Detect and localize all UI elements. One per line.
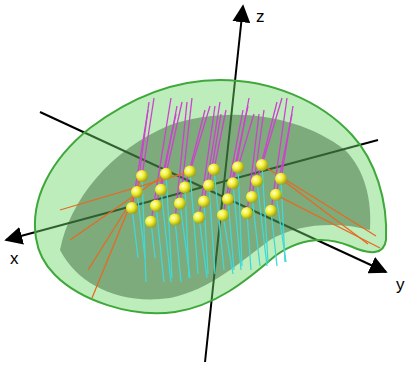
seed-sphere	[174, 198, 186, 210]
seed-sphere	[232, 161, 244, 173]
seed-sphere	[265, 205, 277, 217]
seed-sphere	[203, 179, 215, 191]
needle-lower	[252, 197, 260, 266]
seed-sphere	[198, 195, 210, 207]
seed-sphere	[136, 170, 148, 182]
seed-sphere	[251, 175, 263, 187]
seeds	[126, 159, 287, 228]
needle-lower	[137, 192, 145, 258]
seed-sphere	[270, 189, 282, 201]
needle-upper	[223, 110, 243, 215]
needle-lower	[247, 213, 251, 270]
axis-label: z	[256, 8, 265, 25]
needle-upper	[185, 110, 205, 188]
needle-lower	[276, 195, 286, 262]
seed-sphere	[256, 159, 268, 171]
axis-label: x	[10, 250, 19, 267]
seed-sphere	[179, 182, 191, 194]
needle-oblique	[281, 179, 368, 244]
needle-lower	[223, 215, 233, 274]
needle-upper	[209, 114, 221, 185]
needle-oblique	[276, 195, 380, 248]
needle-lower	[271, 211, 277, 266]
seed-sphere	[184, 166, 196, 178]
seed-sphere	[275, 173, 287, 185]
needle-lower	[132, 208, 138, 258]
needles	[60, 98, 380, 298]
seed-sphere	[160, 168, 172, 180]
seed-sphere	[227, 177, 239, 189]
seed-sphere	[246, 191, 258, 203]
organ-shading	[60, 115, 370, 300]
axis-label: y	[396, 276, 405, 293]
needle-upper	[271, 98, 287, 211]
needle-lower	[209, 185, 215, 274]
organ-outline	[35, 80, 386, 313]
axes	[6, 6, 386, 362]
needle-lower	[199, 217, 207, 278]
needle-upper	[151, 98, 171, 222]
seed-sphere	[208, 163, 220, 175]
seed-sphere	[217, 209, 229, 221]
needle-oblique	[262, 165, 376, 236]
needle-upper	[175, 102, 187, 220]
needle-oblique	[70, 174, 166, 240]
needle-lower	[175, 220, 181, 282]
seed-sphere	[222, 193, 234, 205]
needle-lower	[156, 206, 164, 282]
seed-sphere	[126, 202, 138, 214]
needle-upper	[199, 106, 215, 217]
seed-sphere	[145, 216, 157, 228]
needle-lower	[180, 204, 190, 278]
needle-lower	[233, 183, 241, 270]
needle-upper	[204, 102, 220, 201]
seed-sphere	[150, 200, 162, 212]
needle-upper	[132, 110, 148, 208]
seed-sphere	[169, 214, 181, 226]
needle-oblique	[92, 176, 142, 298]
seed-sphere	[193, 211, 205, 223]
needle-upper	[228, 106, 248, 199]
seed-sphere	[241, 207, 253, 219]
needle-oblique	[88, 192, 137, 270]
seed-sphere	[131, 186, 143, 198]
seed-sphere	[155, 184, 167, 196]
